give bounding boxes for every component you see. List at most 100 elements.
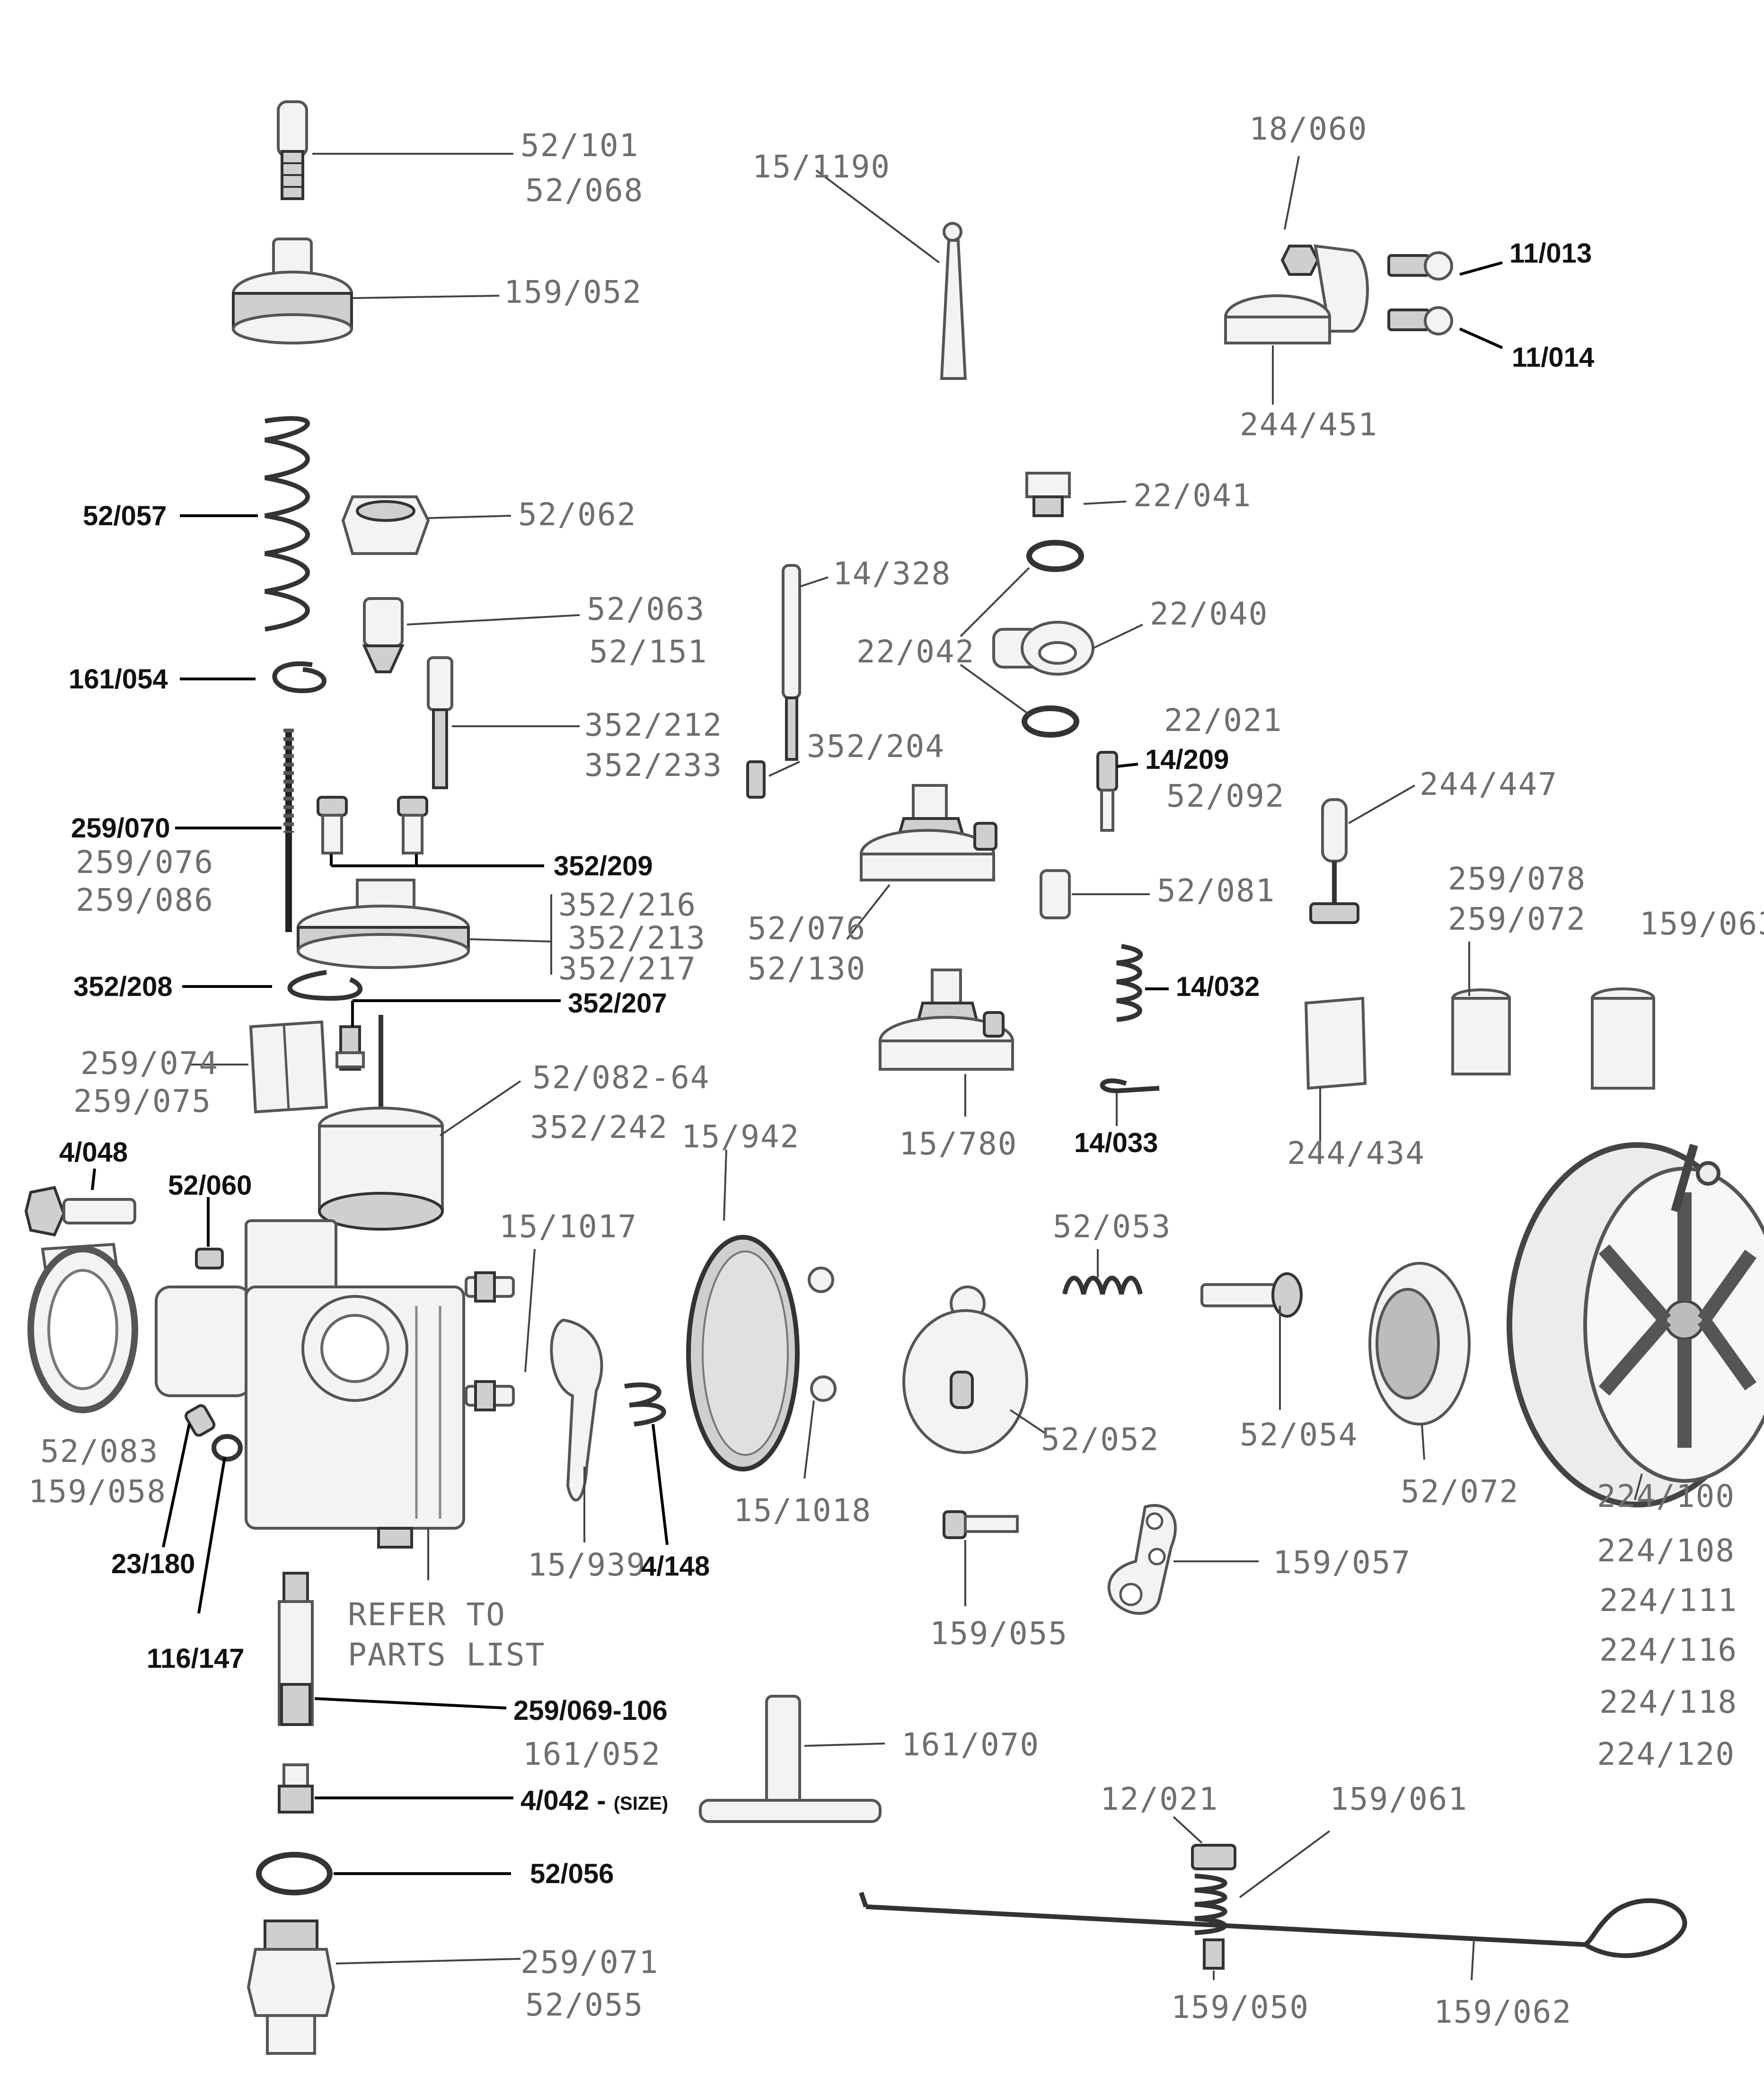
label-52-081: 52/081 <box>1157 872 1275 909</box>
long-screw-part <box>1200 1272 1303 1318</box>
slide-sleeve-part <box>1451 988 1511 1075</box>
label-4-042: 4/042 - (SIZE) <box>520 1785 668 1816</box>
throttle-spring-part <box>265 416 310 632</box>
label-244-434: 244/434 <box>1287 1135 1425 1171</box>
label-161-054: 161/054 <box>69 664 168 695</box>
label-15-780: 15/780 <box>899 1126 1017 1162</box>
label-224-111: 224/111 <box>1599 1582 1738 1619</box>
label-352-207: 352/207 <box>568 988 667 1019</box>
hex-nut-part <box>341 495 430 555</box>
label-52-076: 52/076 <box>748 910 866 947</box>
banjo-cap-nut-part <box>1025 472 1071 517</box>
sleeve-part <box>1591 987 1655 1090</box>
label-244-451: 244/451 <box>1240 406 1378 443</box>
label-22-042: 22/042 <box>856 634 975 670</box>
choke-slide-part <box>1304 996 1367 1090</box>
pilot-jet-part <box>195 1248 224 1269</box>
air-filter-part <box>1368 1262 1471 1426</box>
label-52-055: 52/055 <box>525 1987 644 2023</box>
cover-nuts-part <box>808 1267 837 1402</box>
label-224-120: 224/120 <box>1597 1736 1735 1772</box>
label-244-447: 244/447 <box>1420 766 1558 802</box>
float-chamber-lever-part <box>550 1318 603 1502</box>
label-14-328: 14/328 <box>833 555 951 592</box>
pivot-screw-part <box>943 1510 1019 1539</box>
label-52-057: 52/057 <box>83 501 167 531</box>
label-11-014: 11/014 <box>1512 342 1594 373</box>
union-fitting-part <box>247 1920 335 2055</box>
label-15-1017: 15/1017 <box>499 1208 637 1245</box>
choke-lever-assembly-part <box>1309 798 1359 924</box>
clamp-ring-part <box>27 1242 138 1413</box>
label-259-086: 259/086 <box>76 882 214 918</box>
label-352-209: 352/209 <box>554 851 653 881</box>
label-11-013: 11/013 <box>1509 238 1592 269</box>
label-22-021: 22/021 <box>1164 702 1282 739</box>
label-52-056: 52/056 <box>530 1858 614 1889</box>
banjo-assembly-part <box>992 540 1094 738</box>
needle-jet-part <box>362 597 405 673</box>
label-352-204: 352/204 <box>807 728 945 765</box>
label-15-939: 15/939 <box>528 1547 646 1583</box>
label-161-052: 161/052 <box>523 1736 661 1772</box>
cover-spring-part <box>1062 1276 1143 1295</box>
label-159-058: 159/058 <box>28 1473 167 1510</box>
label-352-213: 352/213 <box>568 920 706 956</box>
label-259-075: 259/075 <box>73 1083 212 1119</box>
lever-plate-part <box>1107 1504 1177 1615</box>
label-352-216: 352/216 <box>558 887 697 923</box>
small-bush-part <box>746 760 766 799</box>
label-159-050: 159/050 <box>1171 1989 1309 2025</box>
top-cover-part <box>297 879 470 969</box>
label-52-060: 52/060 <box>168 1170 252 1201</box>
label-352-233: 352/233 <box>584 747 723 784</box>
label-22-041: 22/041 <box>1133 477 1252 514</box>
label-159-052: 159/052 <box>504 274 642 310</box>
label-224-108: 224/108 <box>1597 1532 1735 1569</box>
label-52-052: 52/052 <box>1041 1421 1159 1458</box>
label-52-053: 52/053 <box>1053 1208 1171 1245</box>
label-52-068: 52/068 <box>525 172 644 209</box>
tickler-pin-part <box>1096 751 1118 832</box>
label-52-092: 52/092 <box>1166 778 1285 814</box>
label-parts-list: PARTS LIST <box>348 1637 545 1673</box>
top-screws-part <box>317 796 428 854</box>
label-352-208: 352/208 <box>73 971 173 1002</box>
label-259-074: 259/074 <box>80 1045 219 1082</box>
small-screw-part <box>335 1025 365 1071</box>
label-52-151: 52/151 <box>589 634 707 670</box>
adjuster-screw-part <box>277 100 308 200</box>
label-14-209: 14/209 <box>1145 744 1229 775</box>
label-52-072: 52/072 <box>1401 1473 1519 1510</box>
label-52-082-64: 52/082-64 <box>532 1059 710 1096</box>
tickler-rod-part <box>782 564 801 761</box>
tickler-rod-assembly-part <box>859 1844 1687 1970</box>
label-52-130: 52/130 <box>748 951 866 987</box>
air-cleaner-part <box>1507 1142 1764 1507</box>
label-14-033: 14/033 <box>1074 1127 1158 1158</box>
float-chamber-cover-part <box>686 1235 800 1471</box>
choke-lever-part <box>940 222 967 380</box>
label-224-118: 224/118 <box>1599 1684 1738 1720</box>
circlip-part <box>287 970 363 1001</box>
small-sleeve-part <box>1040 869 1071 919</box>
carburetor-body-part <box>155 1219 465 1549</box>
label-52-083: 52/083 <box>40 1433 159 1470</box>
label-12-021: 12/021 <box>1100 1781 1218 1817</box>
float-part <box>318 1015 444 1231</box>
needle-clip-part <box>272 661 326 694</box>
label-259-069-106: 259/069-106 <box>513 1695 668 1726</box>
label-52-101: 52/101 <box>520 127 639 164</box>
float-valve-block-part <box>879 969 1014 1071</box>
label-15-942: 15/942 <box>681 1118 800 1155</box>
split-pin-part <box>1100 1078 1160 1093</box>
label-15-1190: 15/1190 <box>752 149 891 185</box>
label-4-042-code: 4/042 - <box>520 1785 614 1816</box>
jet-block-part <box>860 784 997 881</box>
nipples-part <box>465 1271 515 1411</box>
label-159-061: 159/061 <box>1330 1781 1468 1817</box>
label-18-060: 18/060 <box>1249 111 1367 147</box>
label-259-072: 259/072 <box>1448 901 1586 937</box>
bracket-screws-part <box>1387 251 1453 335</box>
